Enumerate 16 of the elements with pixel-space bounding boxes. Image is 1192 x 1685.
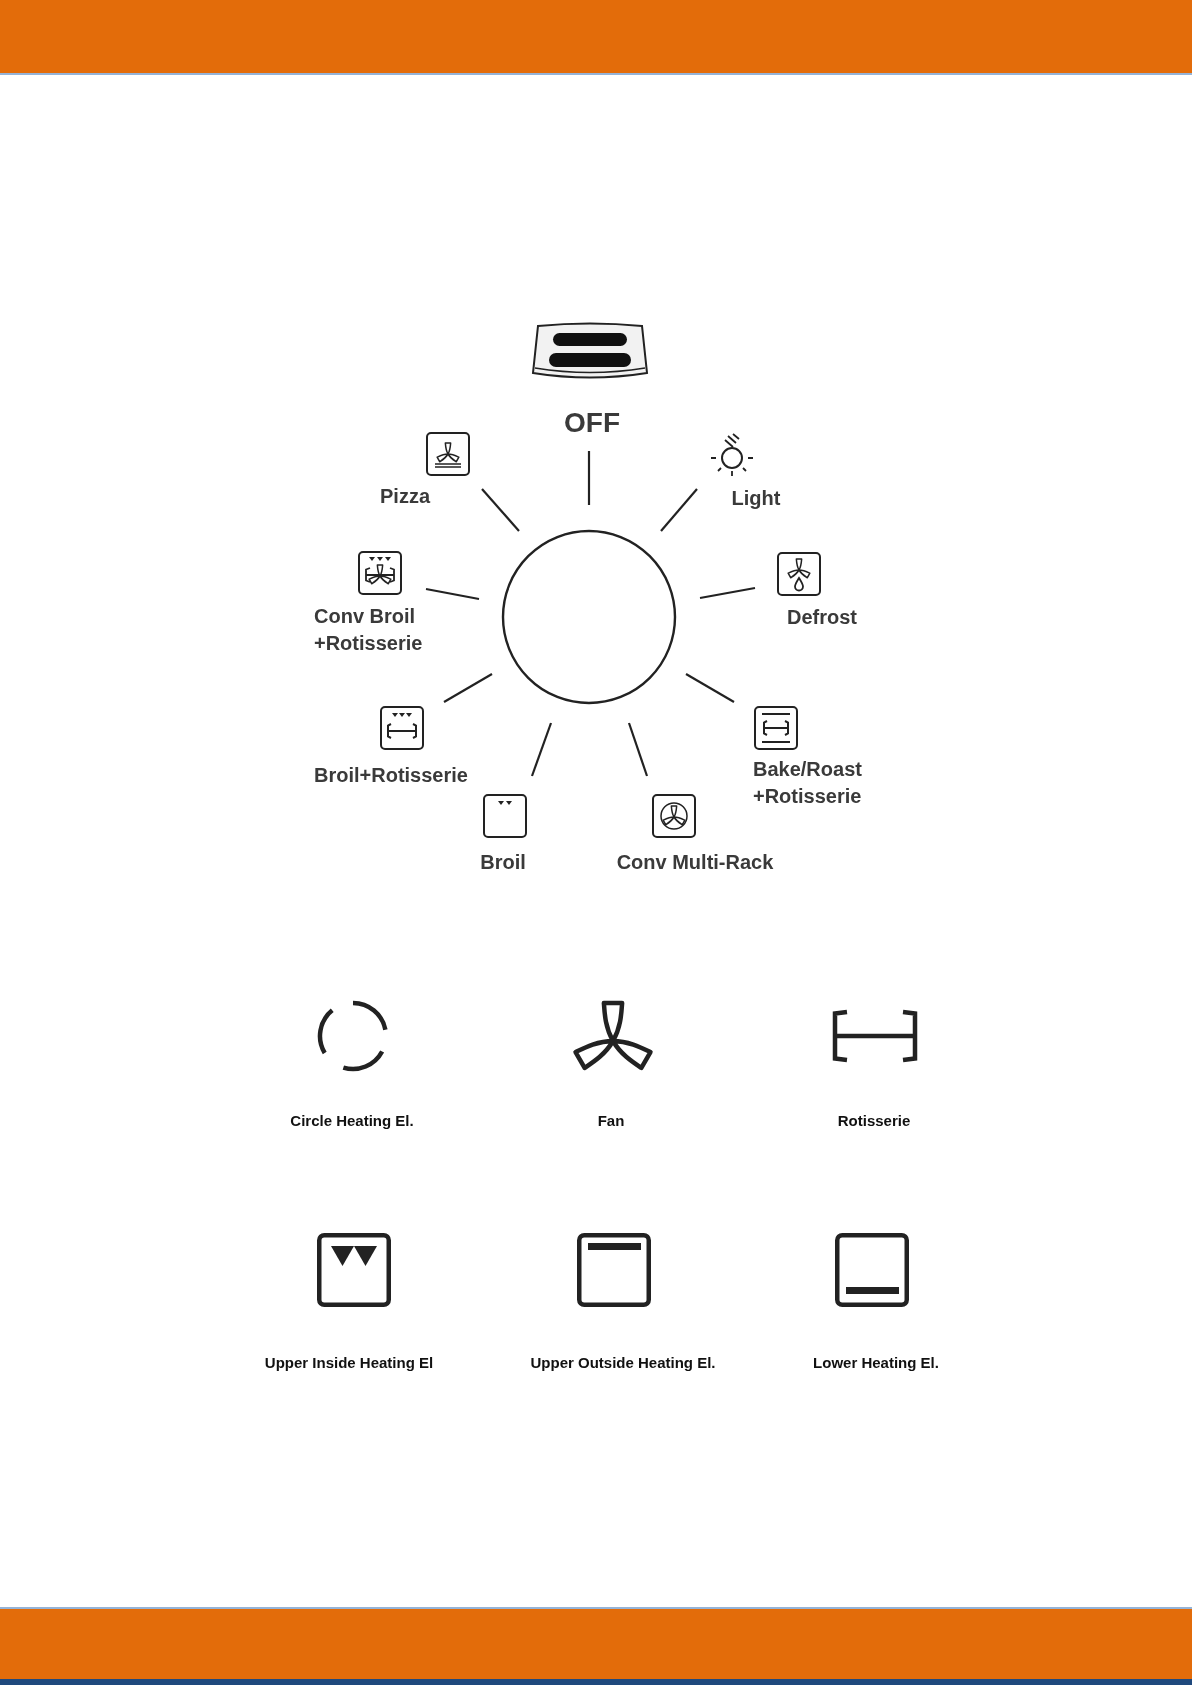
dial-position-label: Light bbox=[731, 485, 781, 511]
dial-position-label: OFF bbox=[564, 407, 620, 439]
legend-label: Lower Heating El. bbox=[813, 1354, 939, 1372]
legend-label: Upper Inside Heating El bbox=[264, 1354, 434, 1372]
dial-position-label: Broil+Rotisserie bbox=[314, 762, 468, 788]
legend-label: Circle Heating El. bbox=[290, 1112, 414, 1130]
dial-position-label: Broil bbox=[480, 849, 526, 875]
legend-label: Rotisserie bbox=[837, 1112, 911, 1130]
dial-position-label: Pizza bbox=[380, 483, 430, 509]
dial-position-label: Defrost bbox=[787, 604, 857, 630]
legend-label: Upper Outside Heating El. bbox=[530, 1354, 716, 1372]
dial-position-label: Conv Broil +Rotisserie bbox=[314, 603, 424, 656]
dial-position-label: Conv Multi-Rack bbox=[616, 849, 774, 875]
selector-dial bbox=[501, 529, 677, 705]
dial-position-label: Bake/Roast +Rotisserie bbox=[753, 756, 863, 809]
legend-label: Fan bbox=[597, 1112, 625, 1130]
